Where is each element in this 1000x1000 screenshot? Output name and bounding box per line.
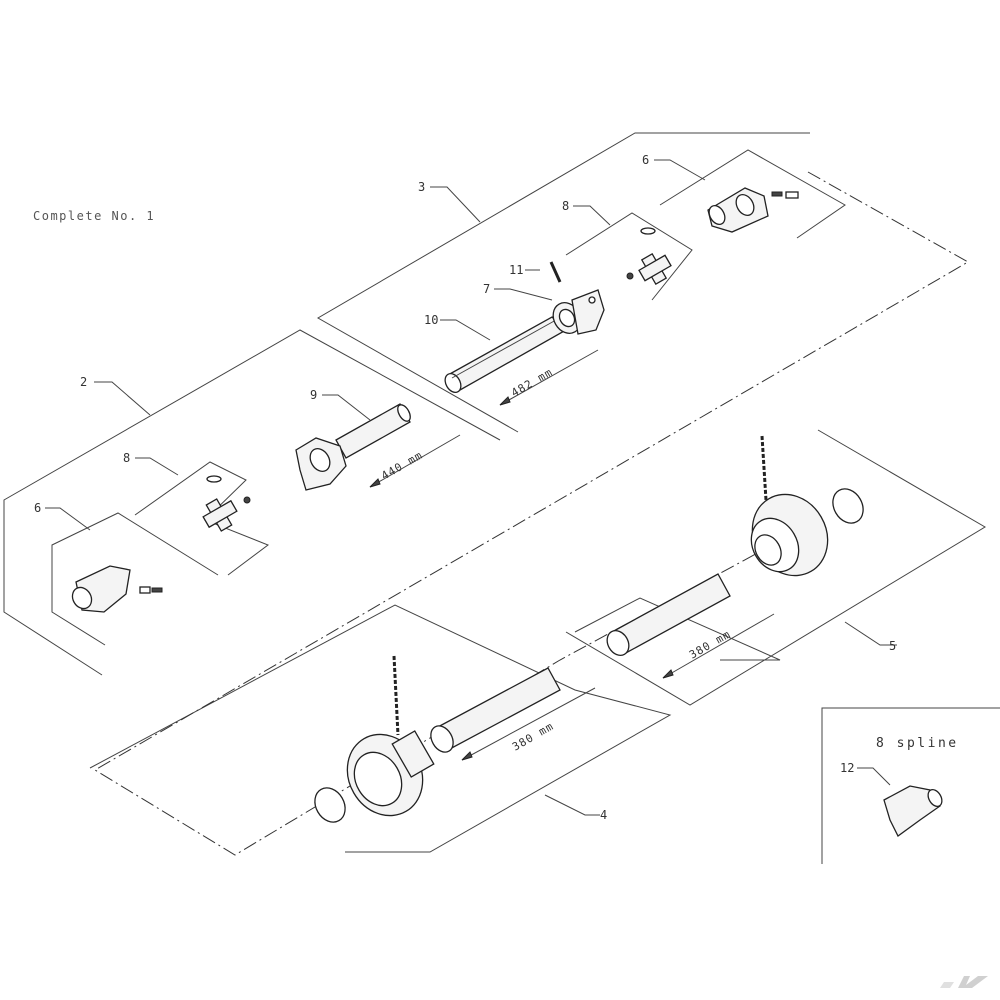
callout-11: 11 <box>509 263 523 277</box>
dimension-guard-upper: 380 mm <box>687 627 733 661</box>
group-outlines <box>3 132 1000 864</box>
group-6-left-outline <box>51 512 219 646</box>
callout-8-right: 8 <box>562 199 569 213</box>
callout-12: 12 <box>840 761 854 775</box>
diagram-caption: Complete No. 1 <box>33 209 155 223</box>
safety-chain-upper <box>760 435 768 501</box>
dimension-guard-lower: 380 mm <box>510 719 556 753</box>
group-5-outline <box>565 429 986 706</box>
inner-profile-tube <box>335 403 411 459</box>
guard-cone-upper <box>750 493 829 577</box>
callout-9: 9 <box>310 388 317 402</box>
callout-labels: 3 2 6 8 8 6 7 11 10 9 5 4 12 <box>34 153 896 822</box>
spline-yoke <box>883 785 943 837</box>
group-8-right-outline <box>565 212 693 301</box>
guard-cone-lower <box>346 730 435 817</box>
callout-4: 4 <box>600 808 607 822</box>
dimension-outer-tube: 482 mm <box>509 365 555 399</box>
bearing-ring-lower <box>314 787 346 823</box>
cross-kit-left <box>202 475 251 532</box>
spring-pin <box>549 261 562 283</box>
group-8-left-outline <box>134 461 270 576</box>
callout-6-right: 6 <box>642 153 649 167</box>
callout-3: 3 <box>418 180 425 194</box>
outer-profile-tube <box>444 316 568 393</box>
guard-tube-lower <box>430 667 561 753</box>
group-4-outline <box>89 604 672 853</box>
cross-kit-right <box>626 227 672 286</box>
callout-10: 10 <box>424 313 438 327</box>
safety-chain-lower <box>392 655 400 736</box>
callout-5: 5 <box>889 639 896 653</box>
leader-lines <box>45 159 897 816</box>
guard-tube-upper <box>606 573 731 656</box>
callout-2: 2 <box>80 375 87 389</box>
group-3-outline <box>316 132 810 433</box>
brand-logo <box>940 976 988 988</box>
bearing-ring-upper <box>832 488 864 524</box>
callout-8-left: 8 <box>123 451 130 465</box>
group-6-right-outline <box>659 149 846 239</box>
group-5-inner-outline <box>574 597 781 661</box>
outer-tube-yoke <box>552 289 605 335</box>
group-2-outline <box>3 329 501 676</box>
callout-7: 7 <box>483 282 490 296</box>
inset-caption: 8 spline <box>876 736 959 751</box>
dimension-lines <box>369 349 775 761</box>
coupling-yoke-right <box>707 187 799 233</box>
inset-box <box>821 707 1000 864</box>
centerline <box>94 171 970 856</box>
dimension-inner-tube: 440 mm <box>379 448 425 482</box>
coupling-yoke-left <box>71 565 163 613</box>
callout-6-left: 6 <box>34 501 41 515</box>
inner-tube-yoke <box>295 437 347 491</box>
